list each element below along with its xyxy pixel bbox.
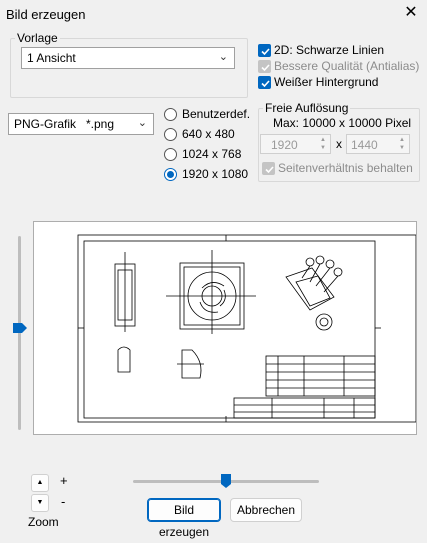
max-resolution-text: Max: 10000 x 10000 Pixel <box>273 116 412 130</box>
radio-custom-button[interactable] <box>164 108 177 121</box>
option-white-background[interactable]: Weißer Hintergrund <box>258 75 418 91</box>
radio-1920x1080-button[interactable] <box>164 168 177 181</box>
zoom-minus-label: - <box>61 494 66 509</box>
template-select[interactable]: 1 Ansicht ⌄ <box>21 47 235 69</box>
option-keep-ratio-label: Seitenverhältnis behalten <box>278 161 413 175</box>
resolution-separator: x <box>336 137 342 151</box>
option-keep-ratio: Seitenverhältnis behalten <box>262 161 413 177</box>
spin-up-icon: ▲ <box>399 137 405 143</box>
radio-1920x1080[interactable]: 1920 x 1080 <box>164 167 254 183</box>
free-resolution-legend: Freie Auflösung <box>263 101 351 115</box>
radio-custom-label: Benutzerdef. <box>182 107 251 121</box>
radio-custom[interactable]: Benutzerdef. <box>164 107 254 123</box>
option-antialias: Bessere Qualität (Antialias) <box>258 59 420 75</box>
spin-down-icon: ▼ <box>399 145 405 151</box>
width-input-value: 1920 <box>271 138 298 152</box>
width-spinner: ▲▼ <box>317 136 329 152</box>
option-black-lines-label: 2D: Schwarze Linien <box>274 43 385 57</box>
close-button[interactable]: ✕ <box>398 2 424 26</box>
chevron-down-icon: ⌄ <box>137 117 147 129</box>
zoom-label: Zoom <box>28 515 59 529</box>
height-input: 1440 ▲▼ <box>346 134 410 154</box>
create-image-button[interactable]: Bild erzeugen <box>147 498 221 539</box>
checkbox-black-lines[interactable] <box>258 44 271 57</box>
zoom-out-button[interactable]: ▼ <box>31 494 49 512</box>
vertical-slider-thumb[interactable] <box>12 322 28 334</box>
window-title: Bild erzeugen <box>6 7 86 22</box>
triangle-up-icon: ▲ <box>36 479 44 486</box>
horizontal-slider-thumb[interactable] <box>220 473 232 489</box>
checkbox-keep-ratio <box>262 162 275 175</box>
height-input-value: 1440 <box>351 138 378 152</box>
radio-640x480[interactable]: 640 x 480 <box>164 127 254 143</box>
spin-up-icon: ▲ <box>320 137 326 143</box>
radio-1024x768[interactable]: 1024 x 768 <box>164 147 254 163</box>
zoom-in-button[interactable]: ▲ <box>31 474 49 492</box>
cancel-button[interactable]: Abbrechen <box>230 498 302 522</box>
option-black-lines[interactable]: 2D: Schwarze Linien <box>258 43 418 59</box>
title-bar: Bild erzeugen ✕ <box>0 0 427 28</box>
close-icon: ✕ <box>404 4 418 21</box>
radio-1024x768-label: 1024 x 768 <box>182 147 242 161</box>
width-input: 1920 ▲▼ <box>260 134 331 154</box>
radio-640x480-button[interactable] <box>164 128 177 141</box>
format-select[interactable]: PNG-Grafik *.png ⌄ <box>8 113 154 135</box>
radio-1920x1080-label: 1920 x 1080 <box>182 167 249 181</box>
option-white-background-label: Weißer Hintergrund <box>274 75 379 89</box>
spin-down-icon: ▼ <box>320 145 326 151</box>
checkbox-antialias <box>258 60 271 73</box>
option-antialias-label: Bessere Qualität (Antialias) <box>274 59 420 73</box>
height-spinner: ▲▼ <box>396 136 408 152</box>
format-select-value: PNG-Grafik *.png <box>14 117 115 131</box>
radio-1024x768-button[interactable] <box>164 148 177 161</box>
checkbox-white-background[interactable] <box>258 76 271 89</box>
zoom-plus-label: + <box>60 473 68 488</box>
chevron-down-icon: ⌄ <box>218 51 228 63</box>
template-legend: Vorlage <box>15 31 60 45</box>
template-select-value: 1 Ansicht <box>27 51 76 65</box>
technical-drawing-preview <box>77 234 417 423</box>
triangle-down-icon: ▼ <box>36 499 44 506</box>
template-group <box>10 38 248 98</box>
image-preview <box>33 221 417 435</box>
radio-640x480-label: 640 x 480 <box>182 127 235 141</box>
